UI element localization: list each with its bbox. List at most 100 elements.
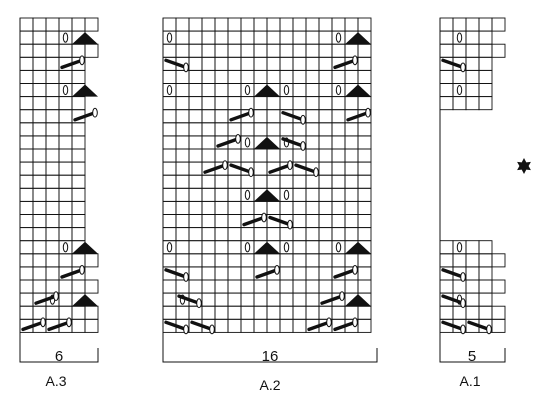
- grid-cell: [32, 17, 47, 32]
- chart-name-label: A.3: [45, 373, 66, 389]
- grid-cell: [357, 266, 372, 281]
- grid-cell: [318, 214, 333, 229]
- grid-cell: [58, 122, 73, 137]
- decrease-triangle: [345, 294, 371, 307]
- grid-cell: [266, 148, 281, 163]
- grid-cell: [71, 227, 86, 242]
- cable-end-oval: [183, 272, 189, 282]
- grid-cell: [214, 174, 229, 189]
- grid-cell: [279, 266, 294, 281]
- grid-cell: [162, 292, 177, 307]
- grid-cell: [214, 56, 229, 71]
- grid-cell: [19, 279, 34, 294]
- grid-cell: [71, 135, 86, 150]
- grid-cell: [253, 122, 268, 137]
- cable-bar: [255, 268, 279, 279]
- grid-cell: [344, 187, 359, 202]
- grid-cell: [292, 266, 307, 281]
- decrease-triangle: [254, 189, 280, 202]
- grid-cell: [465, 69, 480, 84]
- grid-cell: [357, 214, 372, 229]
- grid-cell: [201, 253, 216, 268]
- cable-bar: [307, 320, 331, 332]
- grid-cell: [32, 83, 47, 98]
- grid-cell: [45, 135, 60, 150]
- grid-cell: [214, 214, 229, 229]
- grid-cell: [344, 174, 359, 189]
- grid-cell: [331, 43, 346, 58]
- grid-cell: [45, 214, 60, 229]
- grid-cell: [292, 292, 307, 307]
- stitch-count-label: 6: [55, 348, 63, 365]
- grid-cell: [318, 109, 333, 124]
- grid-cell: [357, 187, 372, 202]
- cable-bar: [268, 215, 292, 227]
- grid-cell: [292, 240, 307, 255]
- grid-cell: [201, 30, 216, 45]
- grid-cell: [201, 96, 216, 111]
- grid-cell: [32, 240, 47, 255]
- grid-cell: [71, 69, 86, 84]
- grid-cell: [58, 69, 73, 84]
- grid-cell: [19, 30, 34, 45]
- grid-cell: [45, 187, 60, 202]
- grid-cell: [240, 292, 255, 307]
- grid-cell: [253, 109, 268, 124]
- grid-cell: [318, 122, 333, 137]
- grid-cell: [305, 240, 320, 255]
- cable-bar: [177, 294, 201, 305]
- grid-cell: [71, 122, 86, 137]
- cable-bar: [60, 268, 84, 279]
- grid-cell: [188, 69, 203, 84]
- grid-cell: [32, 214, 47, 229]
- grid-cell: [439, 17, 454, 32]
- grid-cell: [305, 200, 320, 215]
- grid-cell: [292, 56, 307, 71]
- grid-cell: [292, 227, 307, 242]
- grid-cell: [240, 200, 255, 215]
- grid-cell: [344, 122, 359, 137]
- grid-cell: [240, 227, 255, 242]
- grid-cell: [465, 43, 480, 58]
- grid-cell: [465, 279, 480, 294]
- cable-bar: [190, 320, 214, 332]
- grid-cell: [162, 17, 177, 32]
- cable-bar: [203, 163, 227, 174]
- grid-cell: [188, 148, 203, 163]
- grid-cell: [201, 148, 216, 163]
- cable-end-oval: [313, 167, 319, 178]
- grid-cell: [227, 17, 242, 32]
- grid-cell: [201, 200, 216, 215]
- chart-symbols: [21, 32, 98, 332]
- grid-cell: [357, 17, 372, 32]
- grid-cell: [357, 279, 372, 294]
- grid-cell: [266, 174, 281, 189]
- grid-cell: [240, 122, 255, 137]
- grid-cell: [357, 174, 372, 189]
- cable-bar: [467, 320, 491, 332]
- grid-cell: [45, 30, 60, 45]
- grid-cell: [439, 253, 454, 268]
- grid-cell: [439, 43, 454, 58]
- grid-cell: [201, 214, 216, 229]
- grid-cell: [175, 174, 190, 189]
- grid-cell: [45, 109, 60, 124]
- grid-cell: [175, 253, 190, 268]
- grid-cell: [279, 148, 294, 163]
- grid-cell: [357, 122, 372, 137]
- grid-cell: [58, 161, 73, 176]
- grid-cell: [71, 96, 86, 111]
- grid-cell: [201, 17, 216, 32]
- cable-bar: [346, 110, 370, 122]
- decrease-triangle: [254, 241, 280, 254]
- grid-cell: [318, 43, 333, 58]
- grid-cell: [84, 17, 99, 32]
- grid-cell: [318, 83, 333, 98]
- grid-cell: [214, 240, 229, 255]
- grid-cell: [175, 279, 190, 294]
- grid-cell: [162, 135, 177, 150]
- grid-cell: [32, 266, 47, 281]
- grid-cell: [253, 96, 268, 111]
- grid-cell: [227, 122, 242, 137]
- grid-cell: [227, 30, 242, 45]
